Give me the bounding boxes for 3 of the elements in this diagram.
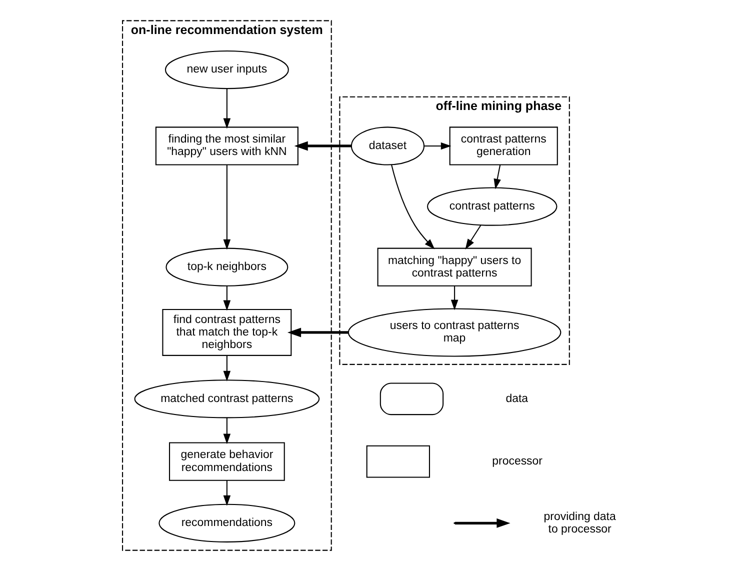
legend-label: providing data to processor: [544, 510, 616, 536]
legend-label: processor: [492, 455, 542, 468]
legend-label: data: [506, 392, 528, 405]
